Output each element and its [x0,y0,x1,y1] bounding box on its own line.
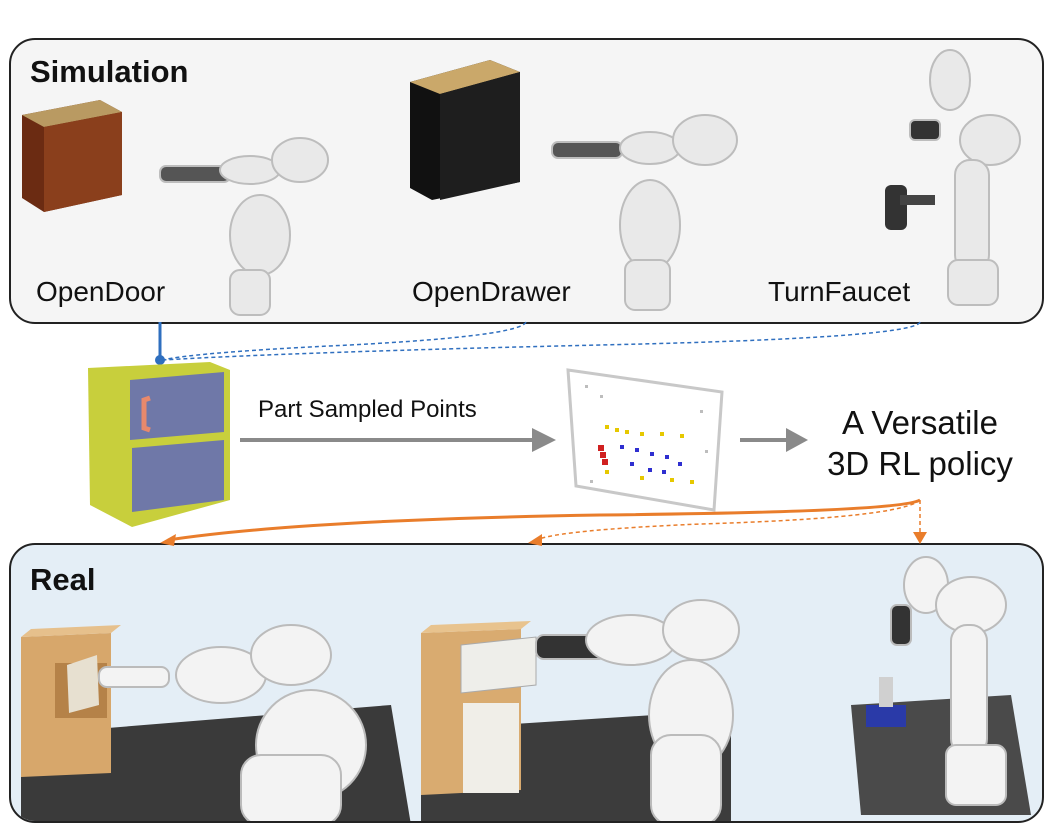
task-label-opendoor: OpenDoor [36,276,166,307]
real-faucet [866,677,906,727]
sim-cabinet-drawer [410,60,520,200]
real-scene-drawing [21,556,1031,821]
policy-label-line2: 3D RL policy [827,445,1013,482]
policy-label: A Versatile 3D RL policy [800,402,1040,484]
sim-faucet [885,185,935,230]
real-cabinet-drawer [421,621,537,795]
part-sampled-points-label: Part Sampled Points [258,396,477,423]
simulation-title: Simulation [30,54,189,89]
sim-link-lines [155,321,921,365]
sim-cabinet-door [22,100,122,212]
sample-cabinet [88,362,230,527]
sim-robot-arm-2 [551,114,738,311]
real-robot-arm-1 [98,624,367,821]
real-title: Real [30,562,96,597]
policy-arrow [740,428,808,452]
real-cabinet-door [21,625,121,777]
real-robot-arm-2 [535,599,740,821]
task-label-turnfaucet: TurnFaucet [768,276,911,307]
sim-robot-arm-1 [159,137,329,316]
task-label-opendrawer: OpenDrawer [412,276,571,307]
sim-robot-arm-3 [909,49,1021,306]
sample-arrow [240,428,556,452]
real-link-lines [160,498,927,546]
policy-label-line1: A Versatile [842,404,998,441]
real-robot-arm-3 [890,556,1007,806]
point-cloud-card [566,368,724,512]
real-panel [9,543,1044,823]
